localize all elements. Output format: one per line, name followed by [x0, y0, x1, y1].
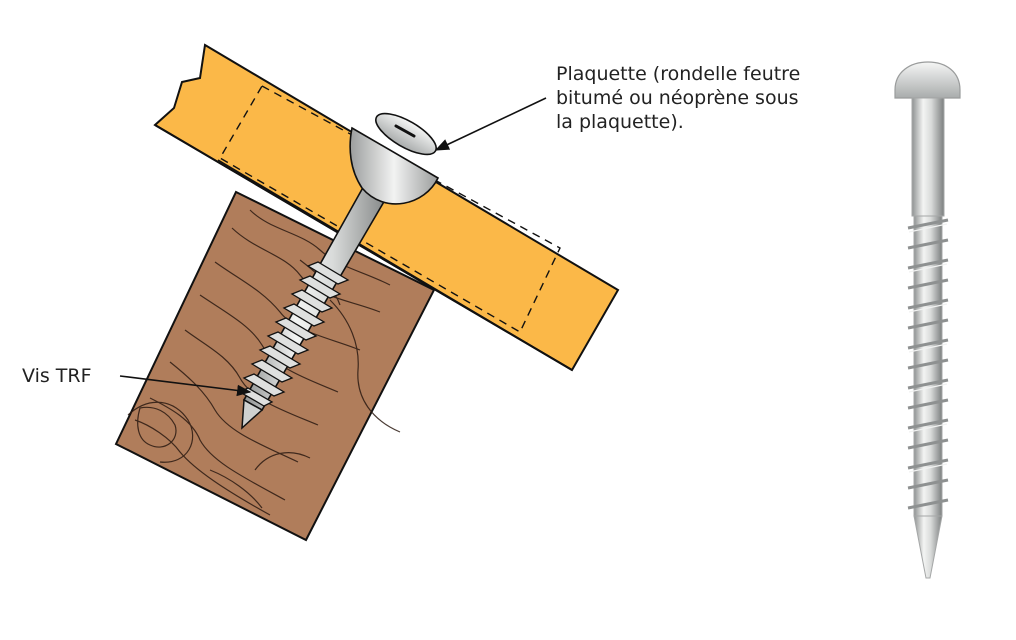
screw-threads: [238, 261, 350, 407]
plaquette-label-line-2: bitumé ou néoprène sous: [556, 87, 799, 109]
screw-icon: [894, 61, 961, 579]
screw-diagram: [238, 112, 440, 430]
plaquette-label: Plaquette (rondelle feutre bitumé ou néo…: [556, 62, 856, 134]
vis-trf-label: Vis TRF: [22, 365, 92, 387]
washer: [349, 126, 440, 205]
screw-head: [375, 112, 437, 156]
plaquette-arrow: [434, 97, 547, 151]
plaquette-label-line-3: la plaquette).: [556, 111, 684, 133]
plank: [153, 43, 620, 372]
plaquette-label-line-1: Plaquette (rondelle feutre: [556, 63, 801, 85]
vis-arrow: [119, 375, 252, 397]
photo-threads: [907, 218, 949, 510]
